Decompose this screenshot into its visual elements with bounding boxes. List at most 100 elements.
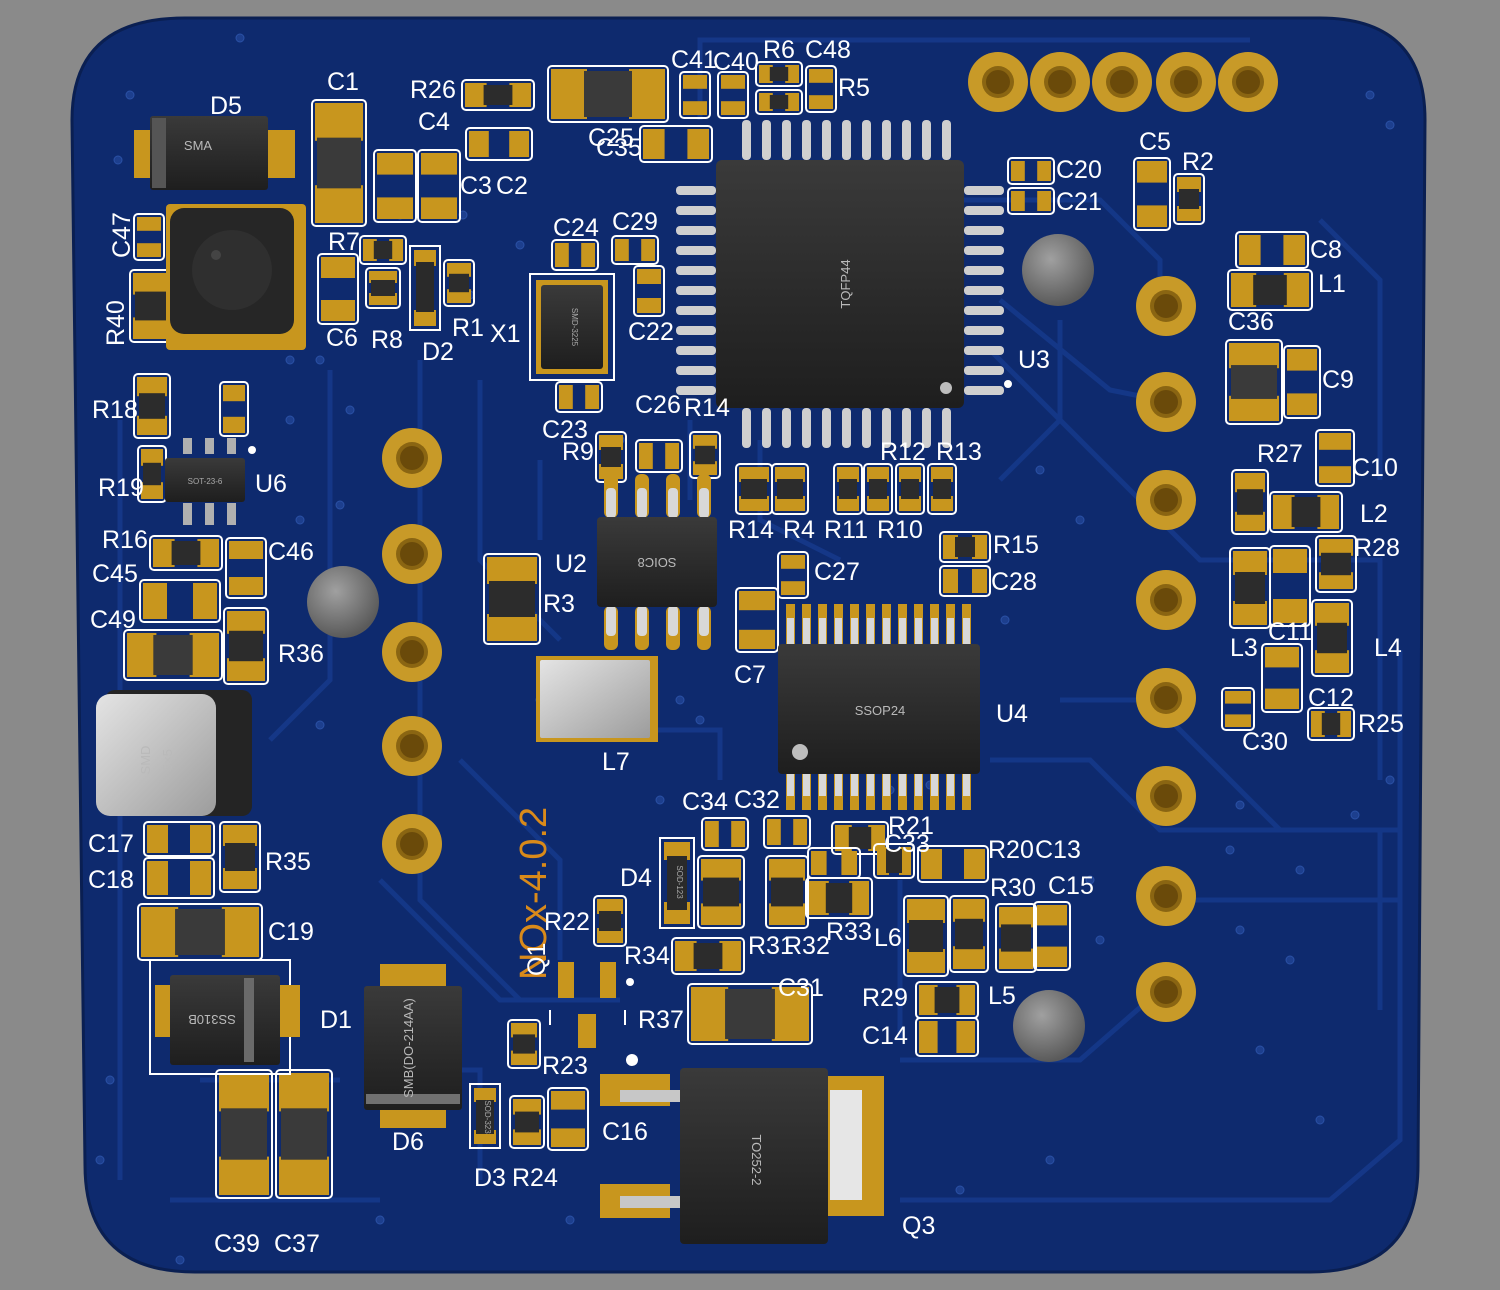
solder-pad [137,415,167,435]
capacitor [1283,345,1321,419]
component-outline [219,381,249,437]
designator-r31: R31 [748,932,794,960]
ic-pin [883,618,890,644]
solder-pad [227,611,265,634]
ic-pin [963,774,970,796]
solder-pad [133,317,169,339]
designator-r21: R21 [888,812,934,840]
designator-q1: Q1 [523,943,551,976]
designator-c24: C24 [553,214,599,242]
solder-pad [907,949,945,973]
component-outline [1033,901,1071,971]
ic-pin [676,346,716,355]
ic-pin [787,618,794,644]
component-body [869,479,887,499]
solder-pad [1265,647,1299,668]
solder-pad [581,243,595,267]
designator-u4: U4 [996,700,1028,728]
solder-pad [999,948,1033,969]
component-body [703,877,739,907]
component-outline [915,1017,979,1057]
component-outline [547,1087,589,1151]
solder-pad [190,825,211,853]
large-passive [547,65,669,123]
pad-hole [400,832,424,856]
component-outline [671,937,745,975]
designator-r15: R15 [993,531,1039,559]
designator-l5: L5 [988,982,1016,1010]
u6-sot236: SOT-23-6 [165,438,256,525]
ic-pin [606,488,616,518]
solder-pad [739,629,775,649]
ic-pin [782,120,791,160]
resistor [765,855,809,929]
ic-pin [899,774,906,796]
solder-pad [769,859,805,881]
designator-q3: Q3 [902,1212,935,1240]
solder-pad [1315,603,1349,626]
designator-r17: R14 [684,394,730,422]
solder-pad [701,859,741,881]
resistor [219,821,261,893]
component-outline [483,553,541,645]
component-body [1179,189,1199,209]
solder-pad [389,239,403,261]
capacitor [735,587,779,653]
solder-pad [759,65,773,83]
component-outline [555,381,603,413]
capacitor [763,815,811,849]
solder-pad [1137,161,1167,183]
ic-pin [931,618,938,644]
ic-pin [922,408,931,448]
component-outline [215,1069,273,1199]
solder-pad [315,103,363,141]
solder-pad [693,435,717,449]
component-body [143,462,161,486]
solder-pad [551,1091,585,1110]
resistor [735,463,773,515]
solder-pad [867,467,889,482]
pad-hole [1110,70,1134,94]
resistor [1227,269,1313,311]
component-body [373,241,393,259]
large-passive [137,903,263,961]
component-body [777,479,803,499]
pad-hole [1154,390,1178,414]
designator-c17: C17 [88,830,134,858]
pad-hole [1154,488,1178,512]
component-outline [1007,187,1055,215]
solder-pad [279,1073,329,1112]
component-outline [143,821,215,857]
resistor [1229,547,1271,629]
solder-pad [1287,393,1317,415]
capacitor [1261,643,1303,713]
solder-pad [759,93,773,111]
solder-pad [1319,466,1351,483]
designator-r23: R23 [542,1052,588,1080]
resistor [755,89,803,115]
solder-pad [739,591,775,611]
capacitor [633,265,665,317]
solder-pad [421,153,457,175]
designator-r22: R22 [544,908,590,936]
d6-smb-diode: SMB(DO-214AA) [364,964,462,1128]
sod323-label: SOD-323 [483,1100,492,1134]
designator-r32: R32 [784,932,830,960]
resistor [365,267,401,309]
solder-pad [1319,572,1353,589]
designator-u3: U3 [1018,346,1050,374]
designator-c4: C4 [418,108,450,136]
solder-pad [921,849,942,879]
solder-pad [691,987,729,1041]
resistor [697,855,745,929]
component-outline [765,855,809,929]
component-body [483,85,513,105]
component-outline [1133,157,1171,231]
component-outline [123,629,223,681]
solder-pad [447,263,471,277]
solder-pad [1317,495,1339,529]
designator-c47: C47 [108,212,136,258]
solder-pad [147,861,168,895]
ic-pin [802,408,811,448]
